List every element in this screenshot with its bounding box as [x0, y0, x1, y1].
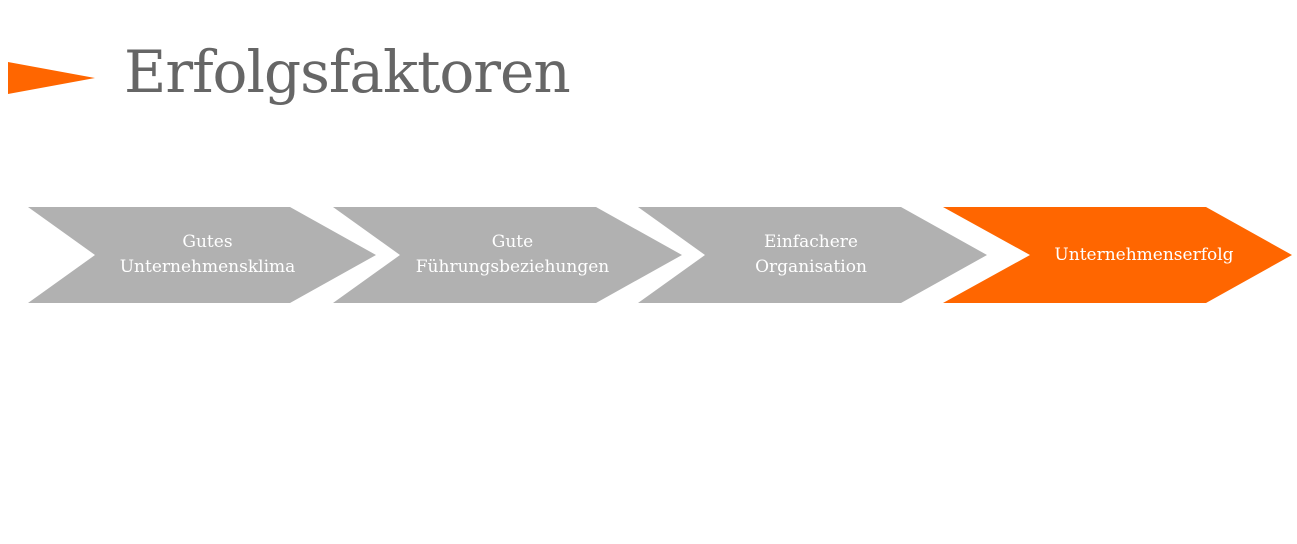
step-1-line-2: Unternehmensklima	[119, 257, 296, 277]
step-3-line-1: Einfachere	[764, 232, 858, 252]
step-4-label: Unternehmenserfolg	[1030, 207, 1258, 303]
step-4-line-1: Unternehmenserfolg	[1054, 244, 1234, 265]
step-2-line-2: Führungsbeziehungen	[415, 257, 610, 277]
chevron-step-2	[333, 207, 682, 303]
step-2-line-1: Gute	[491, 232, 534, 252]
chevron-step-4	[943, 207, 1292, 303]
slide-title: Erfolgsfaktoren	[124, 38, 571, 106]
title-arrow-icon	[8, 62, 95, 94]
step-1-line-1: Gutes	[182, 232, 233, 252]
chevron-step-1	[28, 207, 376, 303]
step-3-line-2: Organisation	[755, 257, 867, 277]
chevron-step-3	[638, 207, 987, 303]
